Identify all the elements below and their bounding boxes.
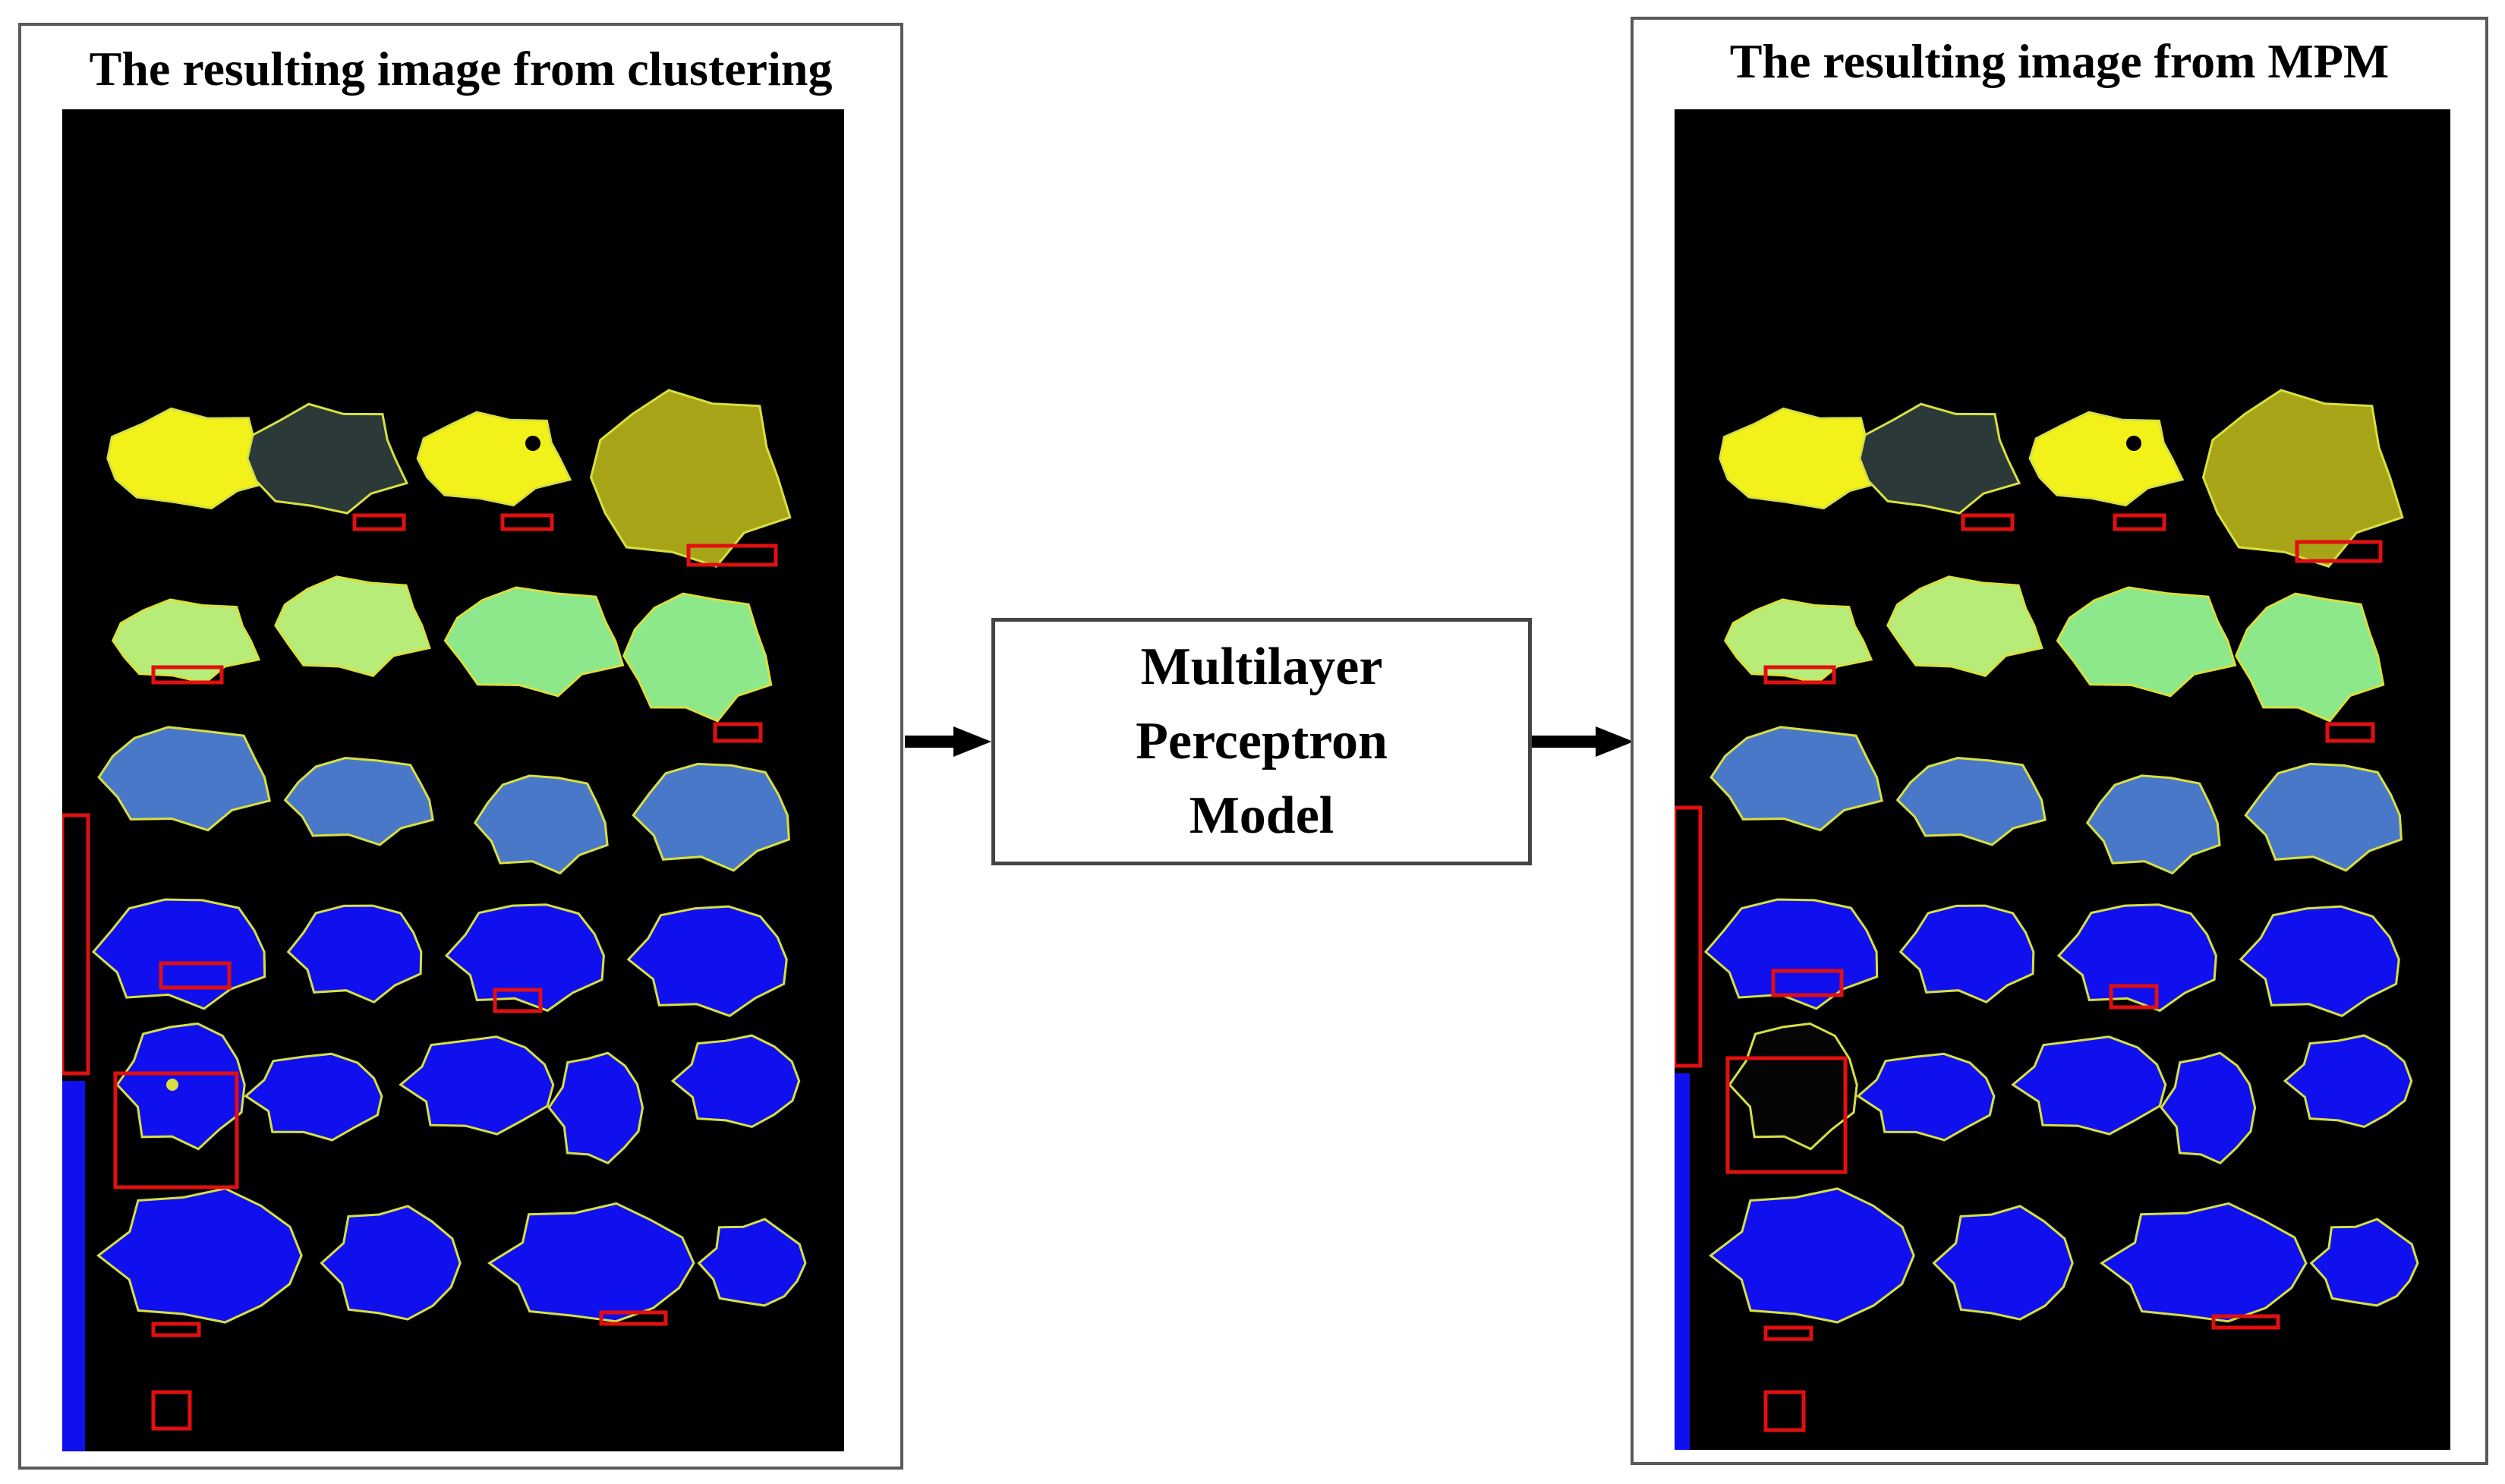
grain-16 <box>2239 905 2400 1017</box>
grain-19 <box>2011 1035 2167 1136</box>
output-arrow <box>1532 726 1635 757</box>
clustering-result-image <box>62 109 844 1451</box>
grain-21 <box>670 1034 801 1128</box>
highlight-box-7 <box>159 961 232 990</box>
highlight-box-8 <box>493 988 543 1013</box>
grain-25 <box>2309 1218 2419 1307</box>
grain-14 <box>1898 904 2035 1004</box>
grain-7 <box>2056 586 2237 698</box>
highlight-box-6 <box>62 813 90 1076</box>
mpm-image-canvas <box>1675 389 2419 1450</box>
grain-12 <box>2244 762 2403 872</box>
mlp-model-label: Multilayer Perceptron Model <box>1136 638 1388 845</box>
highlight-box-9 <box>113 1071 239 1189</box>
grain-12 <box>632 762 790 872</box>
highlight-box-9 <box>1725 1056 1848 1174</box>
highlight-box-2 <box>500 513 554 531</box>
highlight-box-10 <box>1763 1325 1813 1341</box>
grain-hole <box>2126 436 2141 451</box>
grain-5 <box>1723 598 1873 685</box>
clustering-panel-title: The resulting image from clustering <box>89 42 833 96</box>
clustering-image-canvas <box>62 389 807 1451</box>
highlight-box-5 <box>713 722 763 743</box>
grain-17 <box>115 1022 246 1151</box>
highlight-box-1 <box>1961 513 2015 531</box>
grain-24 <box>2100 1202 2308 1323</box>
grain-17 <box>1728 1022 1858 1151</box>
grain-18 <box>1856 1052 1996 1142</box>
highlight-box-1 <box>352 513 406 531</box>
grain-11 <box>2085 774 2221 875</box>
highlight-box-4 <box>1763 665 1836 685</box>
grain-21 <box>2283 1034 2413 1128</box>
grain-6 <box>1886 575 2043 677</box>
grain-15 <box>444 903 605 1013</box>
edge-strip <box>62 1081 85 1451</box>
highlight-box-12 <box>151 1390 192 1431</box>
grain-13 <box>1703 898 1879 1010</box>
grain-1 <box>106 407 276 510</box>
grain-1 <box>1719 407 1889 510</box>
highlight-box-12 <box>1763 1390 1806 1432</box>
highlight-box-4 <box>151 665 224 685</box>
highlight-box-7 <box>1771 969 1844 997</box>
grain-13 <box>91 898 266 1010</box>
highlight-box-8 <box>2109 984 2159 1010</box>
grain-22 <box>1709 1187 1915 1324</box>
grain-3 <box>416 411 572 507</box>
highlight-box-6 <box>1675 805 1703 1068</box>
grain-20 <box>2160 1051 2257 1164</box>
highlight-box-11 <box>2211 1314 2280 1330</box>
grain-8 <box>622 592 773 723</box>
grain-3 <box>2028 411 2185 507</box>
mlp-model-box: Multilayer Perceptron Model <box>991 618 1532 865</box>
edge-strip <box>1675 1073 1690 1450</box>
clustering-panel: The resulting image from clustering <box>18 23 903 1470</box>
grain-2 <box>246 402 409 515</box>
highlight-box-3 <box>686 544 778 567</box>
mpm-panel-title: The resulting image from MPM <box>1729 34 2390 88</box>
grain-7 <box>443 586 625 698</box>
grain-23 <box>320 1205 462 1321</box>
grain-4 <box>2201 389 2404 568</box>
grain-18 <box>244 1052 383 1142</box>
highlight-box-5 <box>2325 722 2375 743</box>
grain-19 <box>399 1035 555 1136</box>
mpm-result-image <box>1675 109 2450 1450</box>
grain-4 <box>589 389 792 568</box>
grain-23 <box>1932 1205 2074 1321</box>
grain-24 <box>487 1202 695 1323</box>
grain-16 <box>626 905 788 1017</box>
grain-hole <box>525 436 540 451</box>
grain-2 <box>1858 402 2021 515</box>
highlight-box-2 <box>2113 513 2166 531</box>
grain-5 <box>111 598 261 685</box>
input-arrow <box>905 726 991 757</box>
highlight-box-3 <box>2295 540 2383 563</box>
grain-14 <box>286 904 423 1004</box>
grain-10 <box>1895 756 2047 846</box>
mpm-panel: The resulting image from MPM <box>1631 17 2488 1465</box>
grain-22 <box>96 1187 303 1324</box>
grain-9 <box>1709 726 1883 832</box>
highlight-box-11 <box>599 1310 668 1326</box>
grain-15 <box>2056 903 2217 1013</box>
grain-11 <box>473 774 609 875</box>
grain-8 <box>2235 592 2385 723</box>
highlight-box-10 <box>151 1322 201 1337</box>
grain-9 <box>97 726 271 832</box>
grain-20 <box>547 1051 644 1164</box>
grain-10 <box>283 756 434 846</box>
grain-6 <box>274 575 431 677</box>
grain-25 <box>697 1218 807 1307</box>
grain-speckle <box>166 1079 178 1091</box>
